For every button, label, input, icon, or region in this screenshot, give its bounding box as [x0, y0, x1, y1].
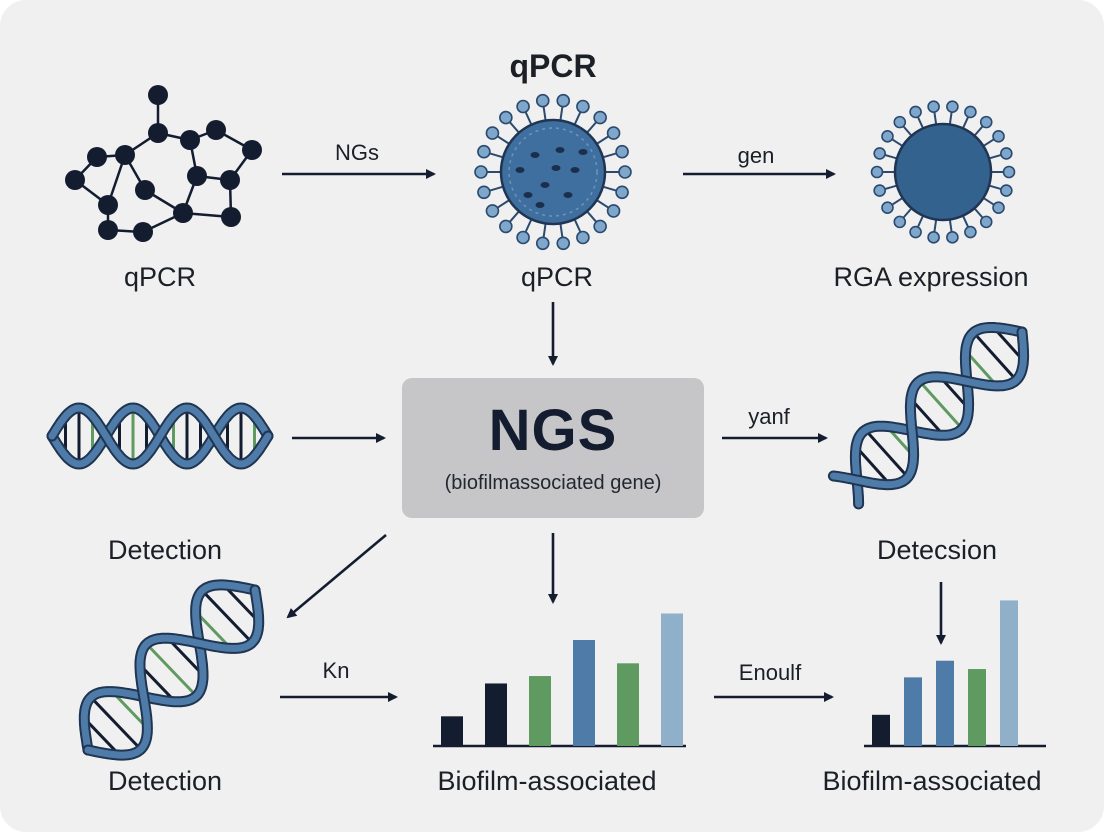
bar — [485, 683, 507, 746]
chart-right-label: Biofilm-associated — [822, 766, 1042, 796]
bar — [617, 663, 639, 746]
top-title: qPCR — [509, 48, 597, 84]
bar — [529, 676, 551, 746]
bar-chart-middle — [433, 613, 686, 748]
virus-icon — [474, 93, 632, 251]
bar-chart-right — [864, 600, 1046, 748]
bar — [1000, 600, 1018, 746]
network-icon — [65, 85, 262, 242]
cell-label: RGA expression — [833, 262, 1029, 292]
cell-icon — [870, 100, 1016, 244]
ngs-box-title: NGS — [488, 398, 618, 464]
virus-label: qPCR — [520, 262, 594, 292]
ngs-box-subtitle: (biofilmassociated gene) — [444, 471, 662, 494]
bar — [872, 714, 890, 746]
arrows — [280, 169, 946, 702]
network-label: qPCR — [123, 262, 197, 292]
edge-label-kn: Kn — [322, 658, 350, 683]
dna-left-icon — [46, 402, 274, 470]
dna-right-label: Detecsion — [876, 535, 998, 565]
bar — [441, 716, 463, 746]
edge-label-ngs: NGs — [335, 140, 379, 165]
dna-right-icon — [827, 322, 1030, 510]
bar — [968, 669, 986, 746]
bar — [904, 677, 922, 746]
dna-bottom-icon — [78, 579, 265, 761]
edge-label-enoulf: Enoulf — [738, 660, 802, 685]
arrow-box-to-dna-bottom — [286, 534, 387, 619]
dna-left-label: Detection — [107, 535, 223, 565]
edge-label-yanf: yanf — [748, 404, 790, 429]
bar — [661, 613, 683, 746]
ngs-center-box: NGS (biofilmassociated gene) — [402, 378, 704, 518]
chart-middle-label: Biofilm-associated — [437, 766, 657, 796]
edge-label-gen: gen — [737, 143, 775, 168]
bar — [936, 660, 954, 746]
dna-bottom-label: Detection — [107, 766, 223, 796]
bar — [573, 640, 595, 746]
